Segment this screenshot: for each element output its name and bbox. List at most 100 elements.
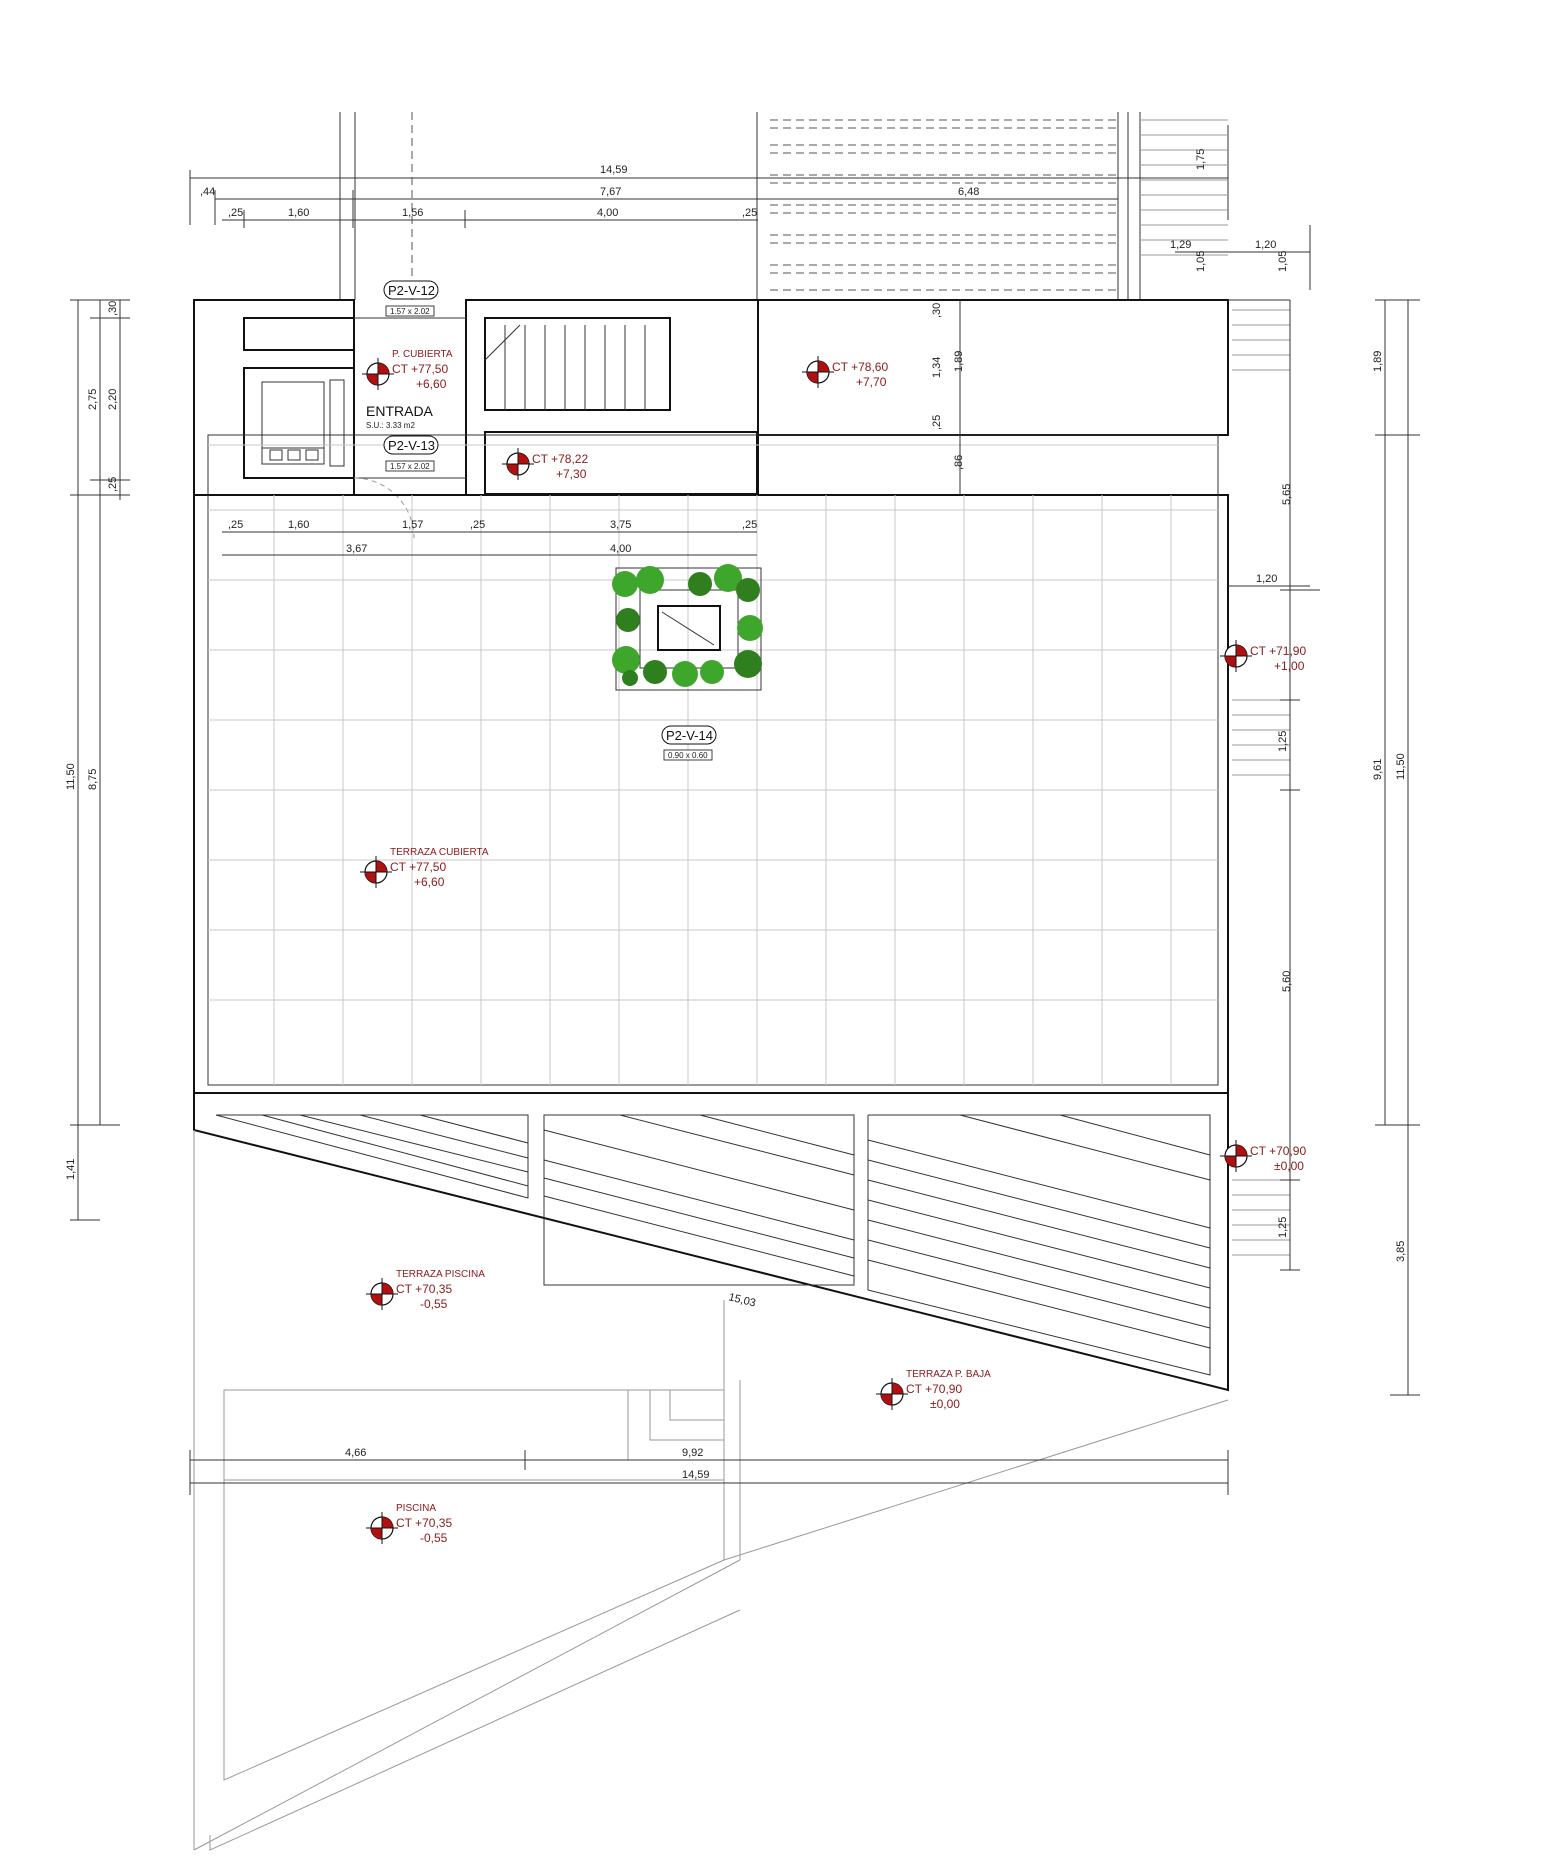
terrace-cubierta [193, 434, 1229, 1094]
dim-label: 2,75 [87, 389, 99, 410]
level-ct: CT +71,90 [1250, 644, 1306, 658]
level-relative: -0,55 [420, 1297, 448, 1311]
level-title: P. CUBIERTA [392, 349, 453, 360]
room-area: S.U.: 3.33 m2 [366, 421, 415, 430]
level-marker-9: PISCINA CT +70,35 -0,55 [365, 1503, 452, 1545]
level-ct: CT +78,60 [832, 360, 888, 374]
window-size: 1.57 x 2.02 [390, 462, 430, 471]
planter [612, 564, 763, 691]
dim-label: 1,25 [1277, 731, 1289, 752]
level-title: TERRAZA P. BAJA [906, 1369, 991, 1380]
level-title: PISCINA [396, 1503, 436, 1514]
level-ct: CT +77,50 [390, 860, 446, 874]
dim-label: ,25 [931, 415, 943, 430]
dim-label: ,25 [228, 519, 243, 531]
level-marker-8: TERRAZA P. BAJA CT +70,90 ±0,00 [875, 1369, 991, 1411]
window-tag-label: P2-V-12 [388, 283, 435, 298]
dim-label: 1,89 [953, 351, 965, 372]
dim-label: 1,25 [1277, 1217, 1289, 1238]
dim-label: 5,65 [1281, 484, 1293, 505]
level-marker-6: CT +70,90 ±0,00 [1219, 1139, 1306, 1173]
level-marker-icon [801, 355, 835, 389]
dim-label: 1,20 [1256, 573, 1277, 585]
dim-label: 1,60 [288, 519, 309, 531]
room-name: ENTRADA [366, 403, 434, 419]
level-title: TERRAZA PISCINA [396, 1269, 485, 1280]
dim-label: 3,67 [346, 543, 367, 555]
level-marker-icon [365, 1277, 399, 1311]
dim-label: 1,34 [931, 357, 943, 378]
planter-foliage [612, 564, 763, 687]
upper-deck-hatch [339, 112, 1228, 300]
level-relative: -0,55 [420, 1531, 448, 1545]
level-relative: +7,70 [856, 375, 887, 389]
window-tag-3: P2-V-14 0.90 x 0.60 [661, 725, 717, 761]
dim-label: 15,03 [727, 1291, 757, 1309]
level-relative: ±0,00 [1274, 1159, 1304, 1173]
level-relative: +6,60 [414, 875, 445, 889]
level-relative: +7,30 [556, 467, 587, 481]
dim-label: 8,75 [87, 769, 99, 790]
entrance-block [193, 299, 1229, 539]
dim-label: ,30 [107, 301, 119, 316]
diagonal-steps [193, 1093, 1229, 1392]
level-marker-icon [365, 1511, 399, 1545]
right-exterior-stairs [1228, 299, 1291, 1270]
level-marker-icon [875, 1377, 909, 1411]
level-marker-1: P. CUBIERTA CT +77,50 +6,60 [361, 349, 453, 391]
dim-label: 7,67 [600, 186, 621, 198]
level-marker-3: CT +78,22 +7,30 [501, 447, 588, 481]
level-relative: +1,00 [1274, 659, 1305, 673]
dim-label: 4,00 [597, 207, 618, 219]
dim-label: ,25 [470, 519, 485, 531]
level-ct: CT +70,35 [396, 1516, 452, 1530]
dim-label: 3,85 [1395, 1241, 1407, 1262]
level-marker-4: CT +71,90 +1,00 [1219, 639, 1306, 673]
dim-label: 1,05 [1277, 251, 1289, 272]
level-marker-7: TERRAZA PISCINA CT +70,35 -0,55 [365, 1269, 485, 1311]
dim-label: 1,29 [1170, 239, 1191, 251]
dim-label: 4,66 [345, 1447, 366, 1459]
dim-label: 1,56 [402, 207, 423, 219]
dim-label: ,86 [953, 455, 965, 470]
dim-label: ,25 [742, 519, 757, 531]
level-ct: CT +78,22 [532, 452, 588, 466]
dim-label: 1,75 [1195, 149, 1207, 170]
window-size: 1.57 x 2.02 [390, 307, 430, 316]
pool-area [193, 1130, 1229, 1851]
level-marker-icon [501, 447, 535, 481]
top-dimension-lines [189, 125, 1311, 290]
level-ct: CT +70,90 [906, 1382, 962, 1396]
labels: ENTRADA S.U.: 3.33 m2 P2-V-12 1.57 x 2.0… [65, 149, 1407, 1545]
level-marker-icon [1219, 1139, 1253, 1173]
dim-label: 5,60 [1281, 971, 1293, 992]
dim-label: 1,60 [288, 207, 309, 219]
side-dimension-rails [70, 299, 1420, 1396]
terrace-tile-grid [208, 444, 1218, 1085]
level-marker-icon [1219, 639, 1253, 673]
dim-label: ,30 [931, 303, 943, 318]
level-marker-5: TERRAZA CUBIERTA CT +77,50 +6,60 [359, 847, 489, 889]
dim-label: 1,41 [65, 1159, 77, 1180]
dim-label: 2,20 [107, 389, 119, 410]
dim-label: 11,50 [65, 763, 77, 790]
dim-label: ,25 [228, 207, 243, 219]
level-relative: +6,60 [416, 377, 447, 391]
dim-label: 14,59 [600, 164, 628, 176]
dim-label: ,25 [742, 207, 757, 219]
window-tag-1: P2-V-12 1.57 x 2.02 [383, 280, 439, 317]
bottom-dimension-lines [189, 531, 1310, 1495]
dim-label: 9,92 [682, 1447, 703, 1459]
level-marker-icon [361, 357, 395, 391]
window-tag-label: P2-V-13 [388, 438, 435, 453]
level-ct: CT +77,50 [392, 362, 448, 376]
dim-label: 1,20 [1255, 239, 1276, 251]
level-relative: ±0,00 [930, 1397, 960, 1411]
window-size: 0.90 x 0.60 [668, 751, 708, 760]
level-marker-icon [359, 855, 393, 889]
dim-label: 4,00 [610, 543, 631, 555]
dim-label: 3,75 [610, 519, 631, 531]
dim-label: 14,59 [682, 1469, 710, 1481]
window-tag-2: P2-V-13 1.57 x 2.02 [383, 435, 439, 472]
window-tag-label: P2-V-14 [666, 728, 713, 743]
